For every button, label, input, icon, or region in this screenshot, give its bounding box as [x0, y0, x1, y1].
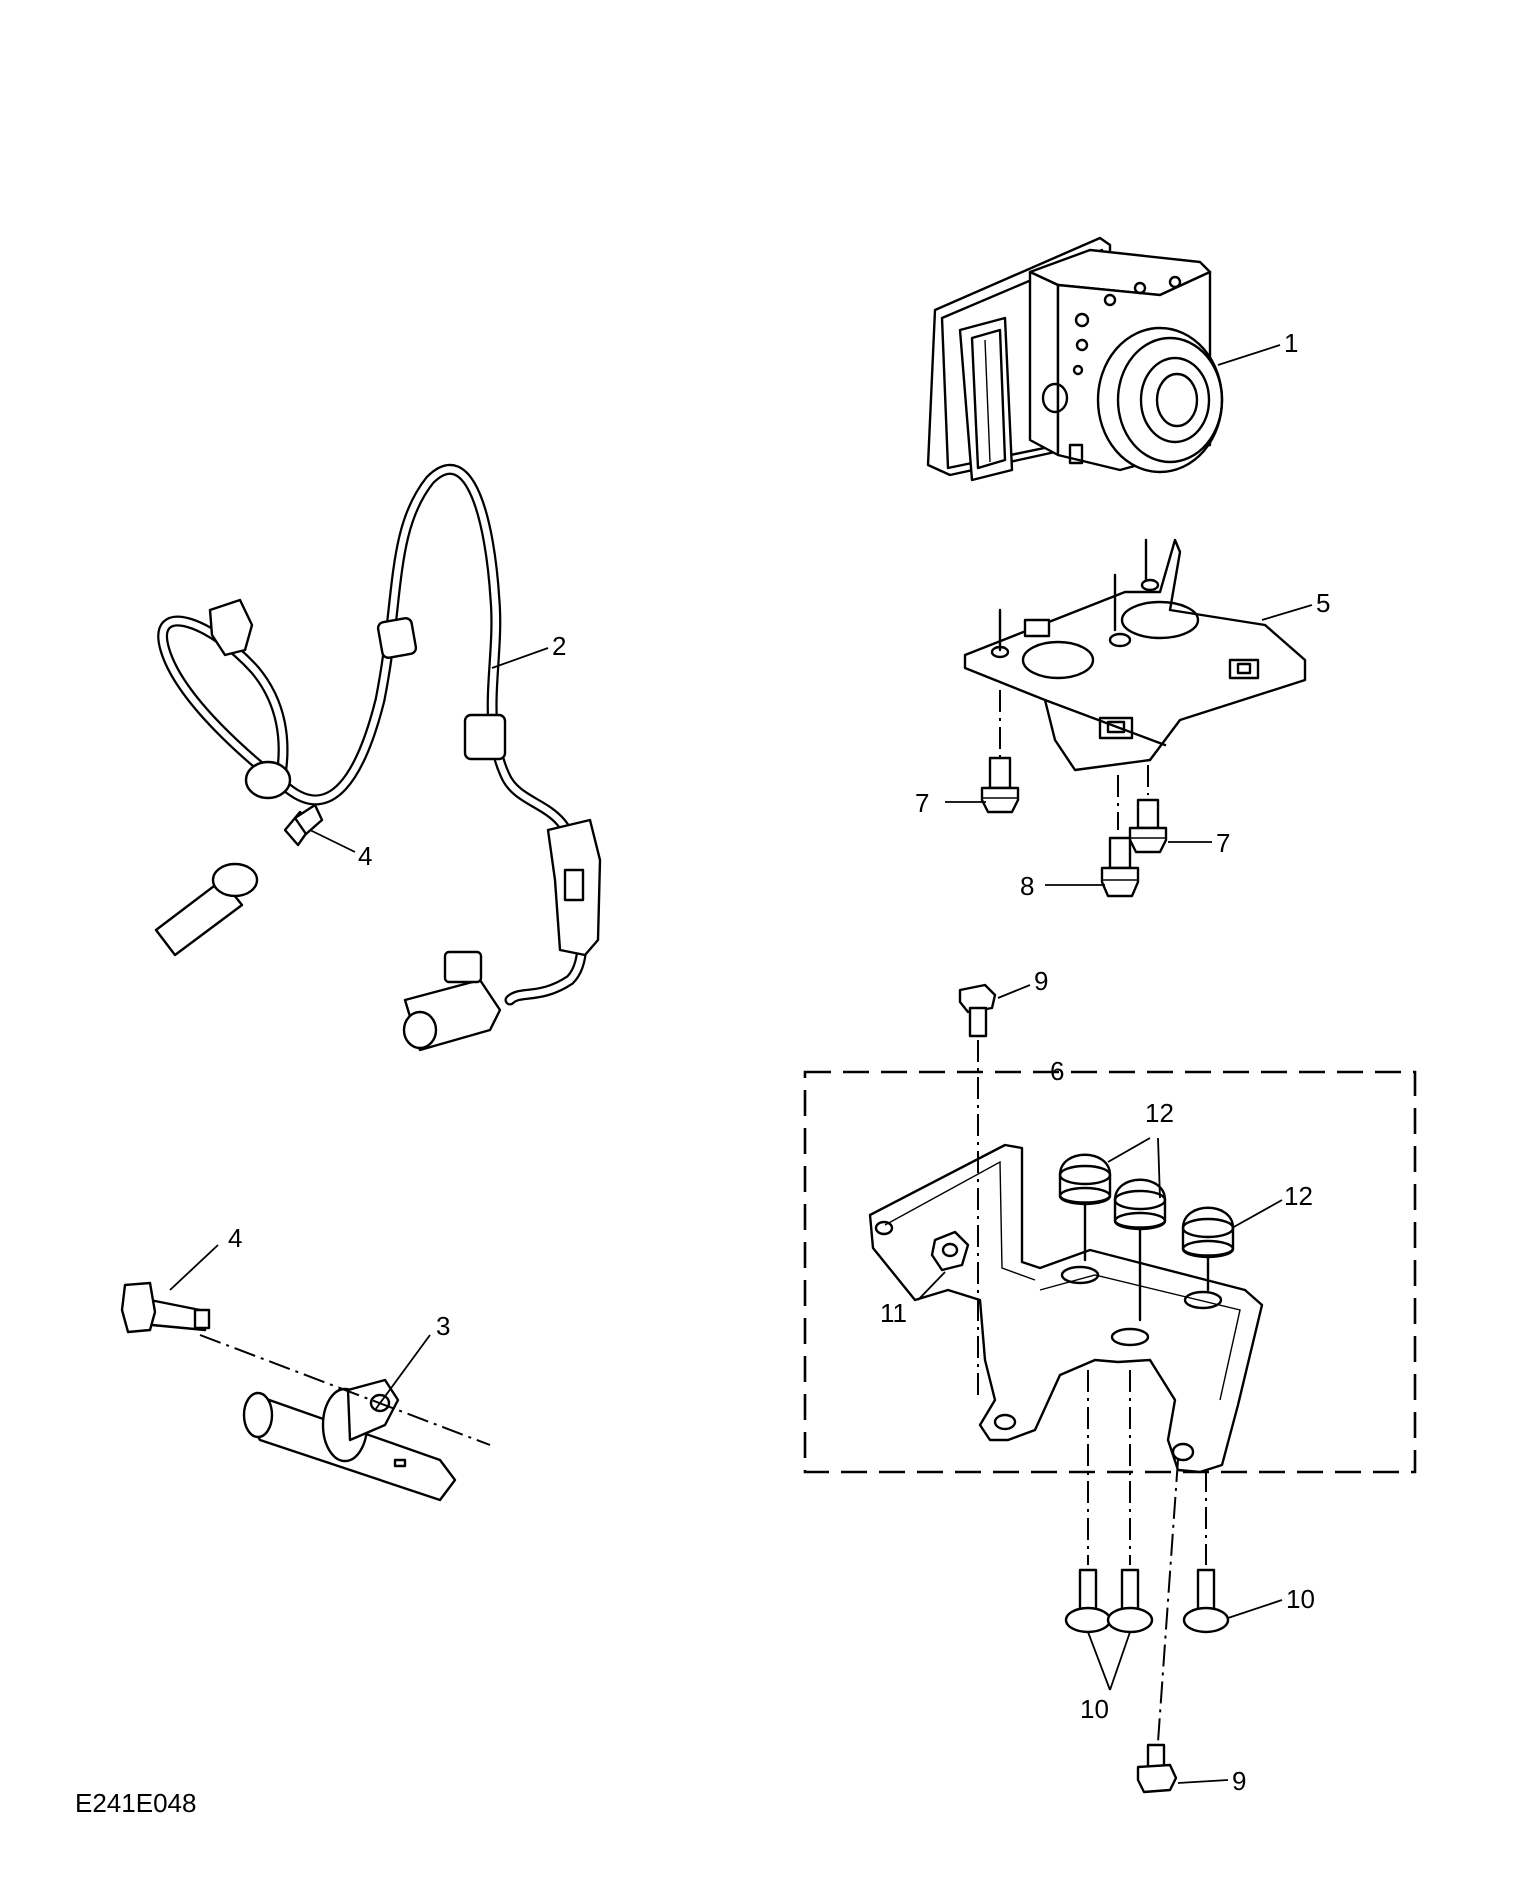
isolator-12a: [1058, 1153, 1112, 1206]
isolator-12b: [1113, 1178, 1167, 1231]
bolt-9-top: [958, 983, 997, 1038]
lower-mounting-bracket: [868, 1143, 1264, 1474]
sensor-bolt-4-lower: [120, 1281, 211, 1334]
callout-12-top: 12: [1145, 1098, 1174, 1128]
callout-9-bottom: 9: [1232, 1766, 1246, 1796]
bolt-10a: [1064, 1568, 1112, 1634]
sensor-bolt-4-upper: [283, 803, 324, 847]
callout-4-lower: 4: [228, 1223, 242, 1253]
callout-2: 2: [552, 631, 566, 661]
bolt-7a: [980, 756, 1020, 814]
bolt-9-bottom: [1136, 1743, 1178, 1794]
bolt-10c: [1182, 1568, 1230, 1634]
callout-1: 1: [1284, 328, 1298, 358]
callout-3: 3: [436, 1311, 450, 1341]
bolt-10b: [1106, 1568, 1154, 1634]
nut-11: [930, 1230, 970, 1272]
figure-reference: E241E048: [75, 1788, 196, 1818]
callout-9-top: 9: [1034, 966, 1048, 996]
upper-mounting-bracket: [963, 538, 1307, 772]
callout-7-left: 7: [915, 788, 929, 818]
wheel-speed-sensor-harness: [154, 463, 602, 1052]
centerline-sensor-3: [199, 1334, 491, 1446]
isolator-12c: [1181, 1206, 1235, 1259]
callout-4-upper: 4: [358, 841, 372, 871]
callout-7-right: 7: [1216, 828, 1230, 858]
callout-8: 8: [1020, 871, 1034, 901]
callout-10-right: 10: [1286, 1584, 1315, 1614]
callout-6: 6: [1050, 1056, 1064, 1086]
callout-11: 11: [880, 1298, 907, 1328]
centerline-bolt-9-bottom: [1157, 1459, 1179, 1743]
leader-lines: [169, 344, 1313, 1784]
bolt-8: [1100, 836, 1140, 898]
callout-12-right: 12: [1284, 1181, 1313, 1211]
bolt-7b: [1128, 798, 1168, 854]
wheel-speed-sensor: [242, 1378, 457, 1502]
callout-10-bottom: 10: [1080, 1694, 1109, 1724]
abs-modulator-unit: [926, 236, 1224, 482]
callout-5: 5: [1316, 588, 1330, 618]
assembly-6-boundary: [803, 1070, 1417, 1474]
